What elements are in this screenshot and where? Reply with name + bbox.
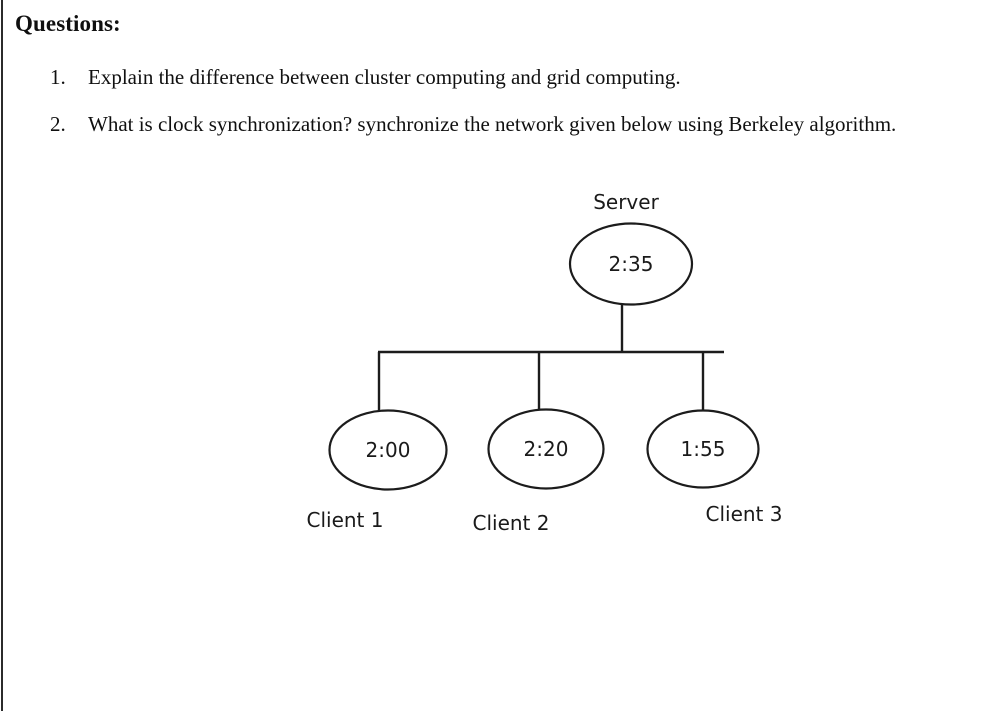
client-1-label: Client 1 bbox=[307, 508, 384, 532]
list-item-number: 2. bbox=[50, 112, 66, 136]
client-1-ellipse bbox=[328, 409, 448, 491]
server-node-label: Server bbox=[593, 190, 659, 214]
list-item-text: What is clock synchronization? synchroni… bbox=[88, 112, 897, 136]
server-node: Server 2:35 bbox=[568, 190, 694, 306]
server-ellipse bbox=[568, 222, 694, 306]
connectors bbox=[377, 304, 724, 412]
client-3-node: 1:55 Client 3 bbox=[646, 409, 783, 526]
page-left-edge bbox=[1, 0, 3, 711]
client-3-label: Client 3 bbox=[706, 502, 783, 526]
client-2-time-value: 2:20 bbox=[524, 437, 569, 461]
list-item: 2. What is clock synchronization? synchr… bbox=[0, 109, 1005, 139]
page-title: Questions: bbox=[15, 11, 121, 36]
client-2-ellipse bbox=[487, 408, 605, 490]
client-1-time-value: 2:00 bbox=[366, 438, 411, 462]
client-2-node: 2:20 Client 2 bbox=[473, 408, 605, 535]
client-3-ellipse bbox=[646, 409, 760, 489]
questions-list: 1. Explain the difference between cluste… bbox=[0, 62, 1005, 156]
client-3-time-value: 1:55 bbox=[681, 437, 726, 461]
list-item-text: Explain the difference between cluster c… bbox=[88, 65, 681, 89]
server-time-value: 2:35 bbox=[609, 252, 654, 276]
client-2-label: Client 2 bbox=[473, 511, 550, 535]
list-item: 1. Explain the difference between cluste… bbox=[0, 62, 1005, 92]
list-item-number: 1. bbox=[50, 65, 66, 89]
client-1-node: 2:00 Client 1 bbox=[307, 409, 448, 532]
